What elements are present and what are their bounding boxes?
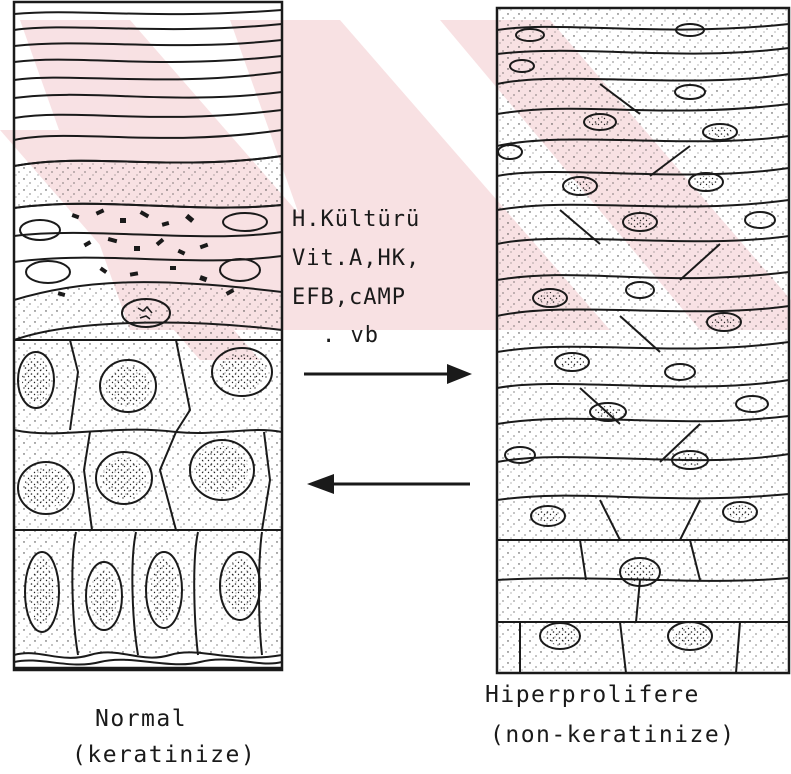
arrow-left-icon — [307, 474, 470, 494]
normal-caption-line-2: (keratinize) — [72, 742, 256, 768]
hyperproliferative-epidermis-panel — [497, 8, 789, 673]
treatment-line-4: . vb — [322, 323, 379, 348]
normal-caption-line-1: Normal — [95, 706, 187, 732]
stratum-spinosum — [14, 282, 282, 340]
hyperproliferative-caption: Hiperprolifere (non-keratinize) — [485, 682, 736, 748]
hyperproliferative-caption-line-2: (non-keratinize) — [490, 722, 736, 748]
treatment-line-1: H.Kültürü — [292, 207, 420, 232]
treatment-line-3: EFB,cAMP — [292, 285, 406, 310]
normal-caption: Normal (keratinize) — [72, 706, 256, 768]
hyperproliferative-caption-line-1: Hiperprolifere — [485, 682, 700, 708]
treatment-line-2: Vit.A,HK, — [292, 246, 420, 271]
arrow-right-icon — [304, 364, 472, 384]
